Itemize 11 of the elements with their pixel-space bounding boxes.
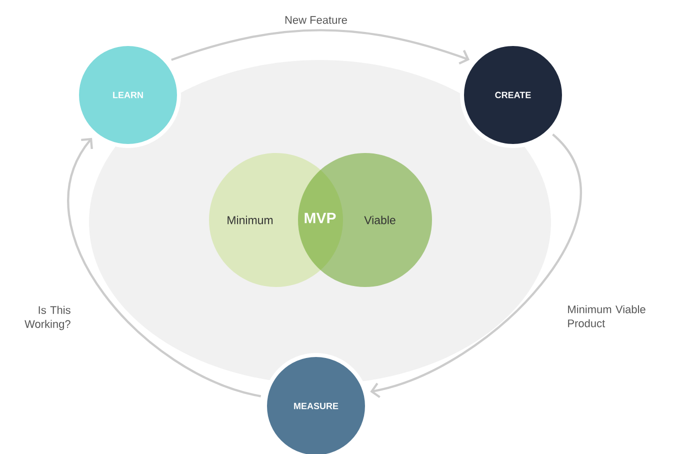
cycle-arrow (370, 134, 582, 398)
edge-label: Is This Working? (24, 306, 70, 330)
venn-circle (298, 153, 432, 287)
cycle-arrow (171, 29, 470, 65)
node-label: Viable (364, 216, 396, 224)
node-label: Minimum (228, 216, 273, 224)
edge-label: Minimum Viable Product (568, 305, 646, 328)
center-label: MVP (304, 212, 336, 224)
venn-circle (209, 153, 343, 287)
edge-label: New Feature (285, 16, 347, 24)
cycle-arrow (68, 138, 262, 398)
